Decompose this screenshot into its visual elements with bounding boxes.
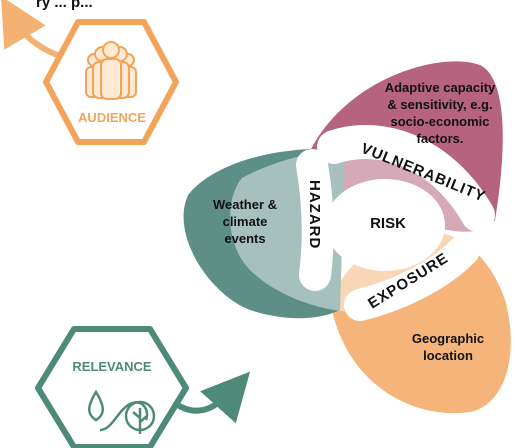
vulnerability-description: Adaptive capacity & sensitivity, e.g. so… [385,80,496,146]
hazard-description: Weather & climate events [213,197,277,246]
vulnerability-desc-line-1: Adaptive capacity [385,80,496,95]
people-group-icon [85,41,137,100]
risk-label: RISK [370,215,406,232]
vulnerability-desc-line-3: socio-economic [391,114,490,129]
exposure-description: Geographic location [412,331,484,363]
relevance-hexagon-shape [35,326,189,448]
vulnerability-desc-line-4: factors. [417,131,464,146]
risk-center [325,179,445,271]
vulnerability-desc-line-2: & sensitivity, e.g. [387,97,492,112]
relevance-hexagon: RELEVANCE [35,326,251,448]
audience-label: AUDIENCE [78,110,146,125]
hazard-desc-line-1: Weather & [213,197,277,212]
exposure-desc-line-1: Geographic [412,331,484,346]
exposure-petal [330,230,511,414]
hazard-desc-line-2: climate [223,214,268,229]
relevance-label: RELEVANCE [72,359,152,374]
header-fragment: ry ... p... [36,0,93,11]
band-hazard [296,149,334,291]
band-exposure [344,234,480,321]
audience-hexagon: AUDIENCE [0,0,179,145]
water-plant-icon [88,389,156,434]
band-vulnerability [317,125,495,232]
hazard-desc-line-3: events [224,231,265,246]
relevance-arrow [173,371,251,424]
hazard-label: HAZARD [306,180,323,249]
exposure-desc-line-2: location [423,348,473,363]
